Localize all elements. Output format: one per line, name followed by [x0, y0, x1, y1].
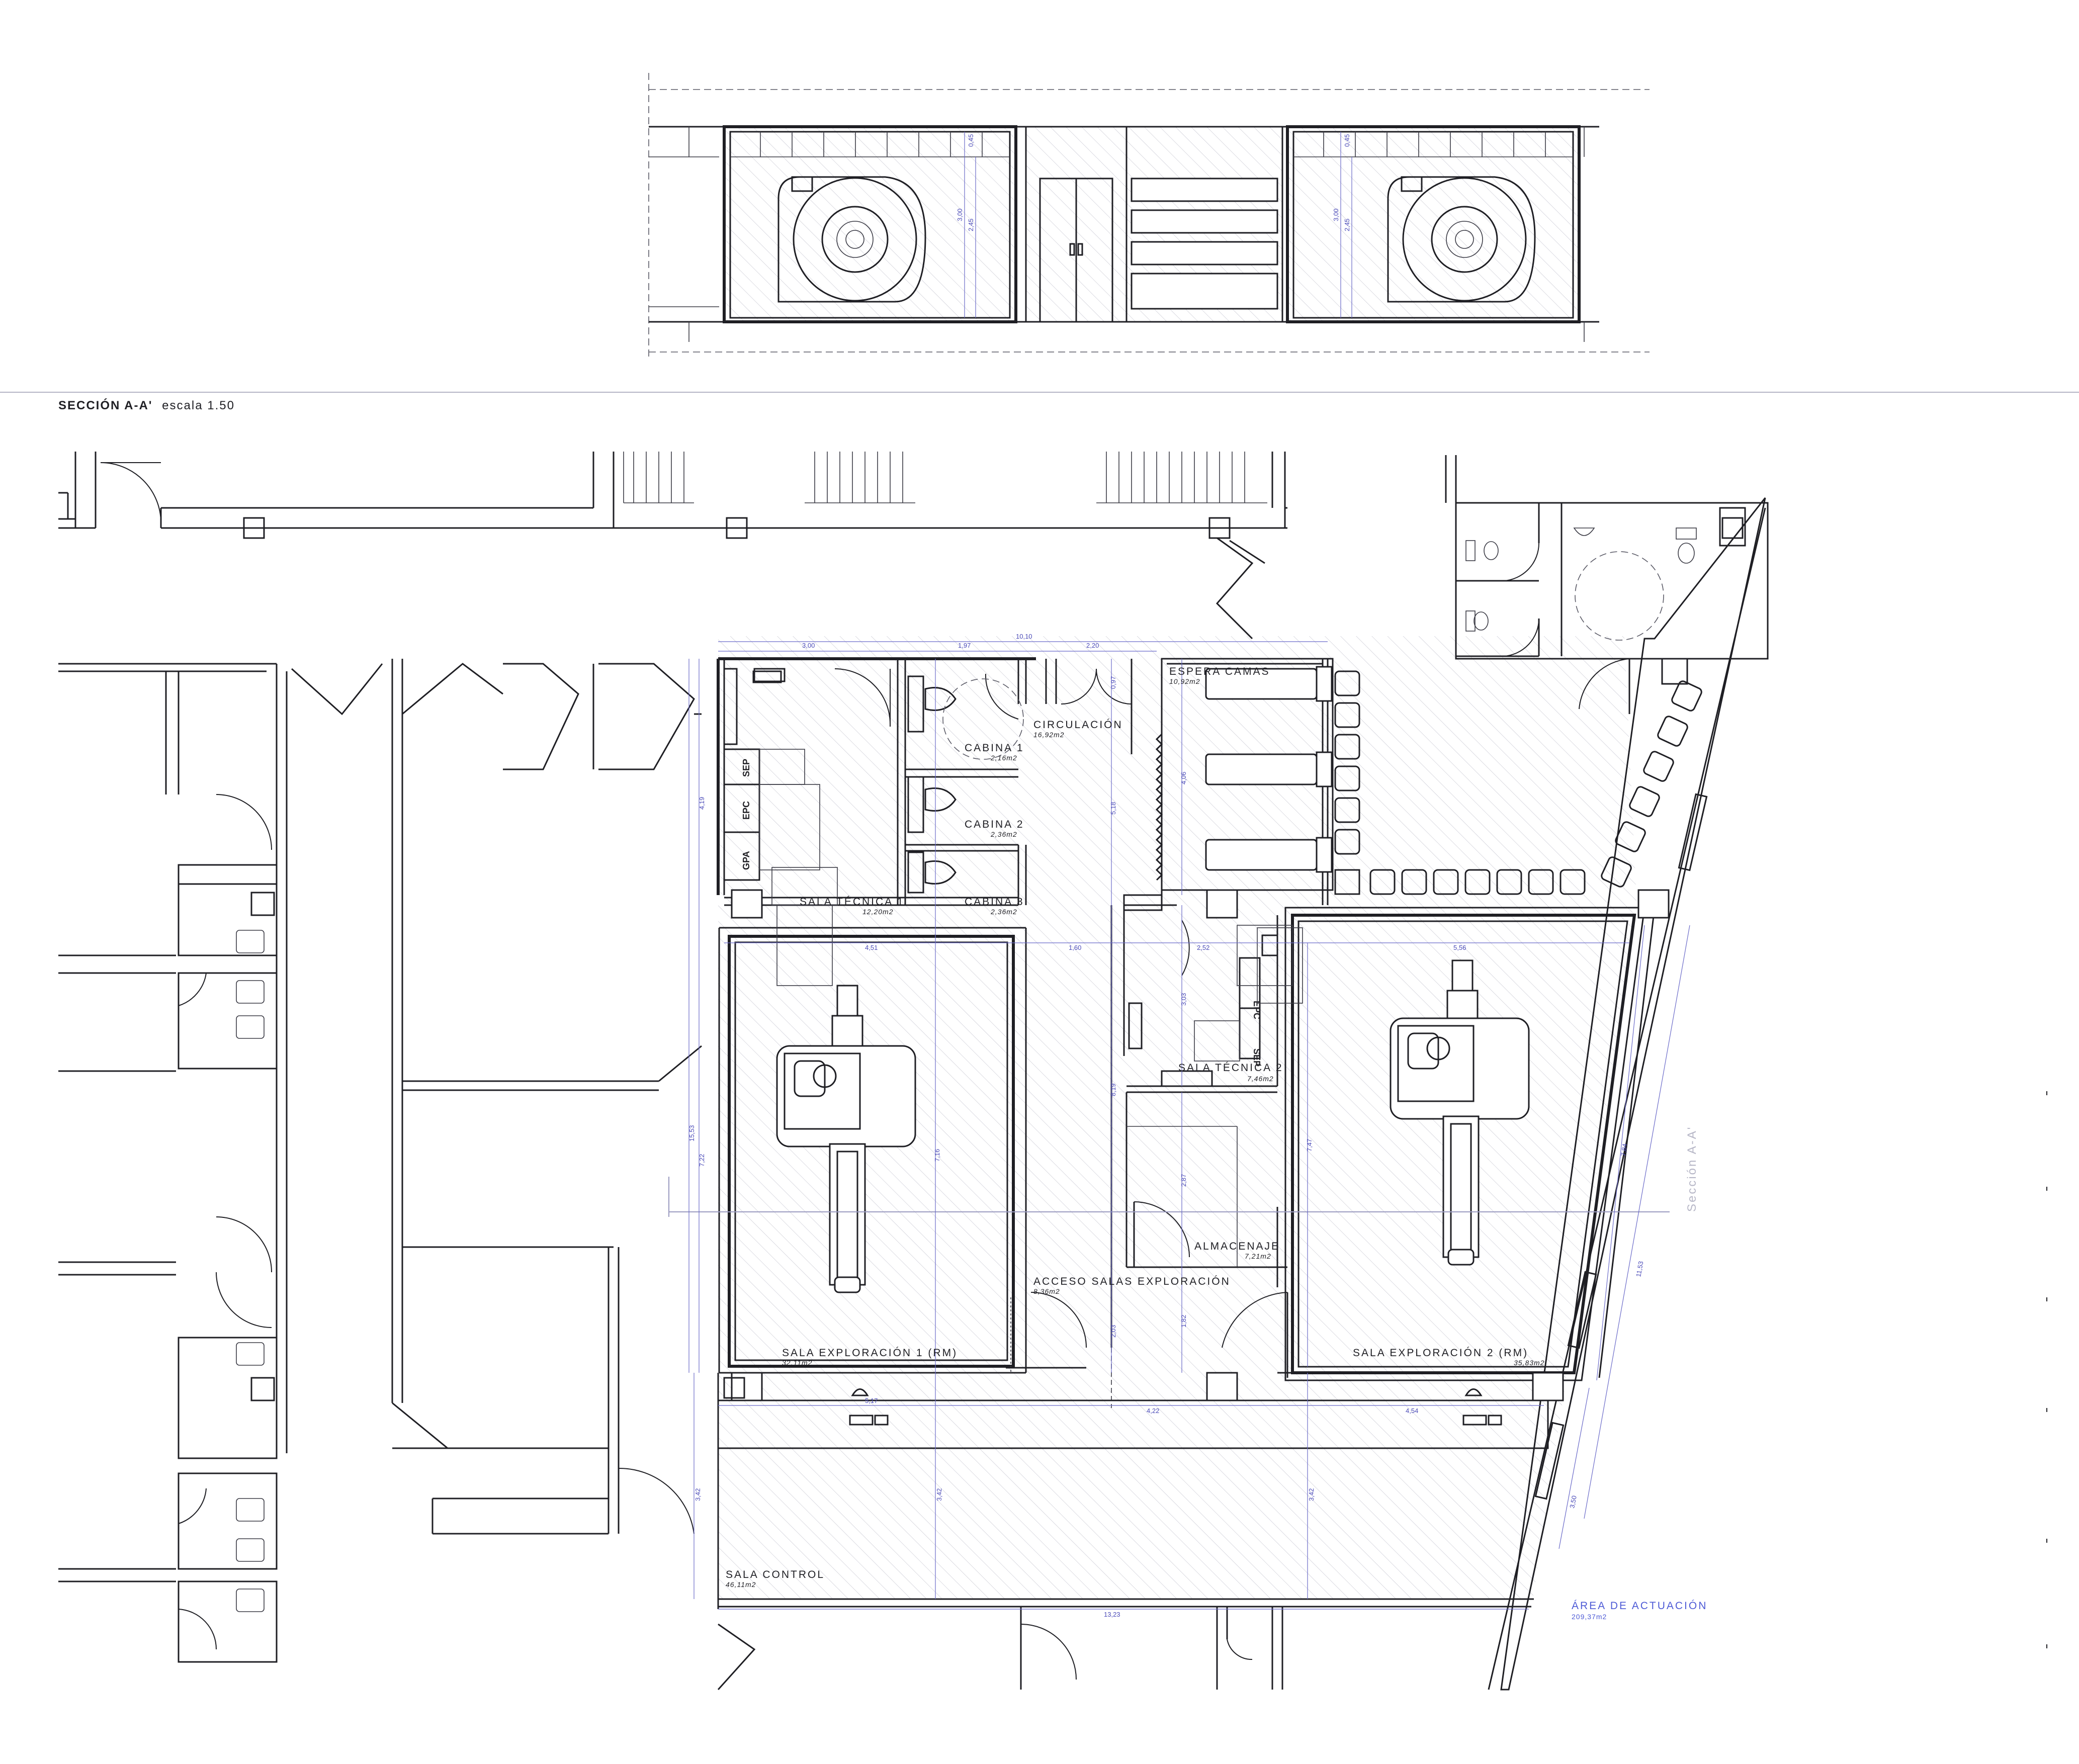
room-name-exploracion-1: SALA EXPLORACIÓN 1 (RM)	[782, 1347, 958, 1359]
area-actuacion: ÁREA DE ACTUACIÓN 209,37m2	[1572, 1600, 1707, 1621]
project-walls	[717, 455, 1769, 1691]
structural-columns	[250, 889, 1670, 1401]
room-area-espera: 10,92m2	[1169, 677, 1200, 685]
dim: 1,82	[1180, 1315, 1187, 1328]
dim: 5,56	[1453, 944, 1466, 951]
room-area-tecnica-1: 12,20m2	[862, 908, 893, 916]
room-area-exploracion-1: 32,11m2	[782, 1359, 812, 1367]
panels-technical-1: SEP EPC GPA	[723, 748, 838, 986]
section-dim: 2,45	[967, 219, 975, 231]
room-name-exploracion-2: SALA EXPLORACIÓN 2 (RM)	[1353, 1347, 1528, 1359]
section-dim: 3,00	[1332, 209, 1340, 221]
dim: 3,00	[802, 642, 815, 649]
dim: 2,20	[1086, 642, 1099, 649]
room-name-almacenaje: ALMACENAJE	[1194, 1241, 1280, 1252]
dim: 3,03	[1180, 993, 1187, 1006]
plan-dimension-texts: 10,10 3,00 1,97 2,20 4,19 7,22 15,53 4,5…	[688, 633, 1644, 1618]
turn-circle	[942, 678, 1024, 760]
dim: 4,19	[698, 797, 706, 810]
dim: 7,16	[933, 1149, 941, 1162]
dim: 7,47	[1306, 1139, 1313, 1152]
dim: 1,97	[958, 642, 971, 649]
area-actuacion-area: 209,37m2	[1572, 1613, 1607, 1621]
room-area-circulacion: 16,92m2	[1033, 731, 1064, 739]
room-name-acceso: ACCESO SALAS EXPLORACIÓN	[1033, 1276, 1231, 1287]
room-area-almacenaje: 7,21m2	[1245, 1252, 1271, 1260]
dim: 3,42	[935, 1488, 943, 1501]
panel-sep-2: SEP	[1252, 1048, 1262, 1067]
stretchers	[1205, 666, 1333, 873]
section-dim: 2,45	[1343, 219, 1351, 231]
dim: 5,17	[865, 1397, 878, 1404]
work-area-hatch	[718, 636, 1637, 1599]
section-drawing: 0,45 3,00 2,45 0,45 3,00 2,45	[648, 73, 1650, 357]
room-name-tecnica-2: SALA TÉCNICA 2	[1178, 1062, 1283, 1074]
floor-plan: SEP EPC GPA EPC SEP	[58, 452, 2047, 1691]
panel-gpa: GPA	[741, 851, 751, 870]
section-cut-line: Sección A-A'	[668, 1126, 1699, 1217]
dim: 4,54	[1406, 1407, 1418, 1415]
dim: 11,53	[1634, 1261, 1644, 1278]
dim: 15,53	[688, 1125, 696, 1141]
section-dim: 0,45	[967, 134, 975, 147]
section-dim: 3,00	[956, 209, 964, 221]
dim: 2,87	[1180, 1174, 1187, 1187]
room-name-cabina-1: CABINA 1	[965, 742, 1024, 754]
dim: 1,60	[1069, 944, 1081, 951]
mri-scanner-plan-1	[776, 985, 916, 1293]
room-area-cabina-1: 2,16m2	[990, 754, 1017, 762]
section-title-scale: escala 1.50	[162, 399, 235, 412]
room-area-tecnica-2: 7,46m2	[1247, 1075, 1274, 1083]
room-name-circulacion: CIRCULACIÓN	[1033, 719, 1123, 731]
panel-sep: SEP	[741, 759, 751, 777]
room-name-cabina-2: CABINA 2	[965, 819, 1024, 830]
room-name-cabina-3: CABINA 3	[965, 896, 1024, 908]
area-actuacion-name: ÁREA DE ACTUACIÓN	[1572, 1600, 1707, 1612]
dim: 3,42	[694, 1488, 702, 1501]
room-area-control: 46,11m2	[726, 1580, 756, 1589]
panel-epc-2: EPC	[1252, 1001, 1262, 1019]
section-dimensions: 0,45 3,00 2,45 0,45 3,00 2,45	[956, 132, 1352, 318]
dim: 7,22	[698, 1154, 706, 1167]
dim: 13,23	[1104, 1611, 1120, 1618]
room-name-control: SALA CONTROL	[726, 1569, 825, 1580]
dim: 2,03	[1109, 1325, 1117, 1338]
mri-scanner-section-2	[1387, 176, 1536, 303]
electrical-symbol	[752, 670, 1143, 1049]
plan-dimension-lines	[688, 641, 1690, 1610]
dim: 8,19	[1109, 1084, 1117, 1096]
panels-technical-2: EPC SEP	[1194, 925, 1303, 1067]
room-area-cabina-2: 2,36m2	[990, 830, 1017, 838]
existing-walls	[58, 452, 1287, 1663]
dim: 10,10	[1016, 633, 1032, 640]
dim: 5,18	[1109, 802, 1117, 815]
control-walls	[717, 1372, 1544, 1691]
dim: 7,84	[1619, 1143, 1628, 1157]
dim: 3,50	[1568, 1495, 1578, 1509]
section-title-bold: SECCIÓN A-A'	[58, 398, 153, 412]
mri-scanner-plan-2	[1390, 959, 1530, 1266]
dim: 4,51	[865, 944, 878, 951]
cut-line-label: Sección A-A'	[1685, 1126, 1699, 1212]
section-dim: 0,45	[1343, 134, 1351, 147]
room-labels: ESPERA CAMAS 10,92m2 CIRCULACIÓN 16,92m2…	[726, 666, 1544, 1589]
room-name-espera: ESPERA CAMAS	[1169, 666, 1270, 677]
section-title: SECCIÓN A-A' escala 1.50	[58, 398, 235, 412]
room-name-tecnica-1: SALA TÉCNICA 1	[800, 896, 905, 908]
room-area-exploracion-2: 35,83m2	[1514, 1359, 1544, 1367]
mri-scanner-section-1	[777, 176, 926, 303]
dim: 4,22	[1147, 1407, 1159, 1415]
waiting-chairs	[1334, 658, 1702, 895]
dim: 3,42	[1308, 1488, 1315, 1501]
room-area-cabina-3: 2,36m2	[990, 908, 1017, 916]
dim: 4,06	[1180, 772, 1187, 784]
double-door-section	[1039, 178, 1113, 323]
dim: 0,97	[1109, 676, 1117, 689]
room-area-acceso: 8,36m2	[1033, 1287, 1060, 1295]
cabin-benches	[907, 675, 957, 894]
dim: 2,52	[1197, 944, 1209, 951]
panel-epc: EPC	[741, 801, 751, 820]
